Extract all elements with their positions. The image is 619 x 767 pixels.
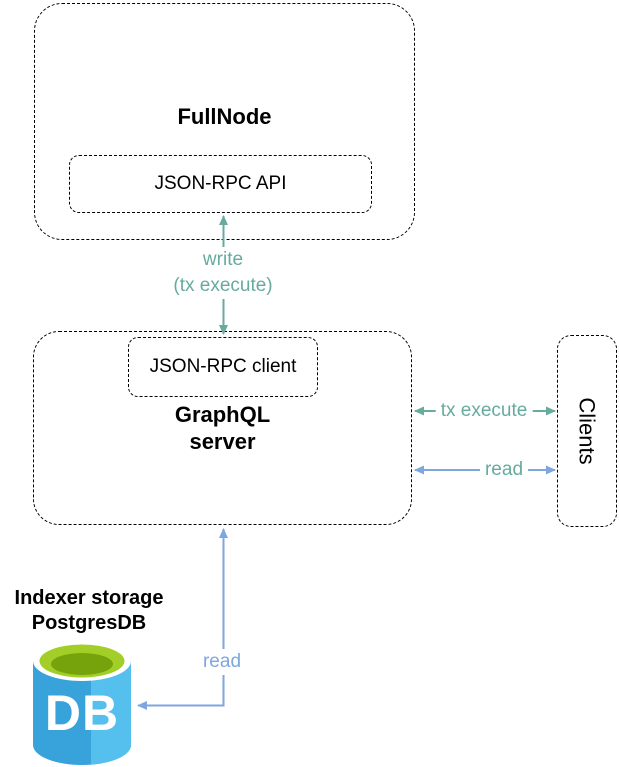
fullnode-label: FullNode [177,104,272,129]
db-top-green [39,644,125,678]
read-clients-edge-label: read [479,457,529,483]
clients-box: Clients [557,335,617,527]
write-edge-label-line2: (tx execute) [173,275,273,296]
graphql-server-label-line2: server [189,429,256,454]
graphql-server-label: GraphQL server [33,401,412,455]
db-icon-text: DB [45,685,119,741]
db-top-rim [33,641,131,681]
json-rpc-client-box: JSON-RPC client [128,337,318,397]
clients-label: Clients [575,397,600,465]
json-rpc-client-label: JSON-RPC client [149,356,297,377]
tx-execute-edge-label: tx execute [435,398,533,424]
write-edge-label-line1: write [202,249,244,270]
db-body-light [91,661,131,765]
read-db-edge-label: read [197,649,247,675]
db-top-green-inner [51,653,113,675]
db-body-dark [33,661,131,765]
indexer-storage-label-line2: PostgresDB [31,612,147,634]
indexer-storage-label: Indexer storage PostgresDB [0,586,178,636]
write-edge-label: write (tx execute) [168,247,278,299]
json-rpc-api-label: JSON-RPC API [154,173,287,194]
indexer-storage-label-line1: Indexer storage [14,587,164,609]
graphql-server-label-line1: GraphQL [174,402,271,427]
json-rpc-api-box: JSON-RPC API [69,155,372,213]
database-cylinder-icon: DB [33,641,131,765]
